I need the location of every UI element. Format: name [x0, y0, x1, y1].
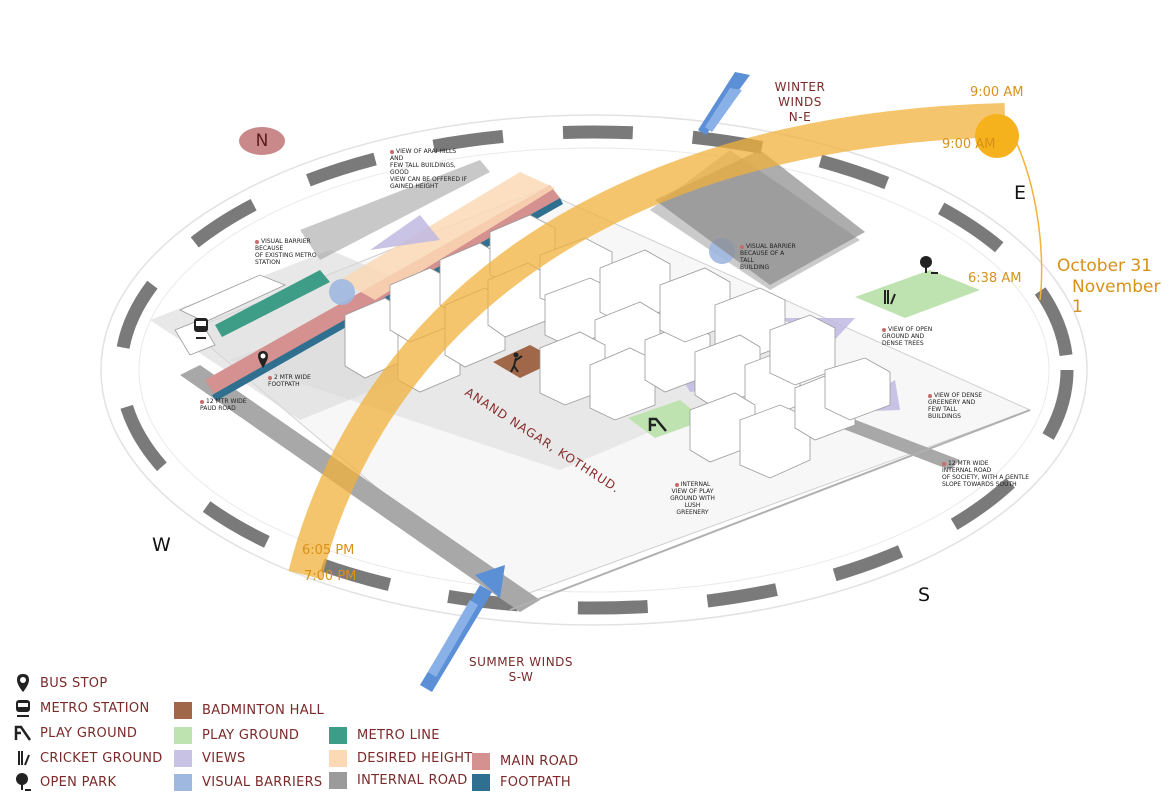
- legend-swatch-desired-height: [329, 750, 347, 767]
- sun-icon: [975, 114, 1019, 158]
- site-boundary-south: [509, 409, 1031, 611]
- sun-time-label: 7:00 PM: [304, 569, 357, 584]
- view-arai-hills: [370, 215, 440, 250]
- annotation-metro-barrier: VISUAL BARRIER BECAUSE OF EXISTING METRO…: [255, 238, 317, 266]
- legend-item: DESIRED HEIGHT: [329, 750, 473, 767]
- annotation-footpath: 2 MTR WIDE FOOTPATH: [268, 374, 311, 388]
- desired-height-band: [340, 172, 555, 300]
- compass-dark-ring: [114, 125, 1074, 615]
- annotation-paud-road: 12 MTR WIDE PAUD ROAD: [200, 398, 247, 412]
- legend-item: METRO STATION: [16, 700, 149, 717]
- legend-swatch-views: [174, 750, 192, 767]
- legend-swatch-badminton-hall: [174, 702, 192, 719]
- legend-item: PLAY GROUND: [174, 727, 299, 744]
- legend-swatch-play-ground: [174, 727, 192, 744]
- internal-road-diagonal: [180, 365, 540, 612]
- play-ground-icon: [14, 725, 32, 741]
- legend-item: INTERNAL ROAD: [329, 772, 468, 789]
- legend-swatch-metro-line: [329, 727, 347, 744]
- open-park-icon: [16, 773, 31, 791]
- compass-west-label: W: [152, 534, 171, 556]
- legend-item: VISUAL BARRIERS: [174, 774, 322, 791]
- legend-swatch-internal-road: [329, 772, 347, 789]
- metro-station-icon: [16, 700, 30, 717]
- bus-stop-icon: [17, 674, 29, 692]
- annotation-arai-view: VIEW OF ARAI HILLS AND FEW TALL BUILDING…: [390, 148, 468, 190]
- sun-time-label: 6:38 AM: [968, 271, 1022, 286]
- legend-item: BUS STOP: [17, 674, 107, 692]
- play-ground-open: [855, 270, 980, 318]
- cricket-ground-icon: [884, 290, 896, 305]
- legend-swatch-main-road: [472, 753, 490, 770]
- legend-item: METRO LINE: [329, 727, 440, 744]
- play-ground-internal: [628, 400, 705, 438]
- compass-south-label: S: [918, 584, 931, 606]
- legend-item: MAIN ROAD: [472, 753, 578, 770]
- compass-east-label: E: [1014, 182, 1027, 204]
- bus-stop-icon: [258, 351, 268, 368]
- sun-path-arc: [288, 103, 1006, 580]
- open-park-icon: [920, 256, 938, 274]
- legend-item: PLAY GROUND: [14, 725, 137, 741]
- metro-station-icon: [194, 318, 208, 339]
- legend-item: OPEN PARK: [16, 773, 116, 791]
- legend-item: BADMINTON HALL: [174, 702, 324, 719]
- sun-time-label: 6:05 PM: [302, 543, 355, 558]
- legend-item: CRICKET GROUND: [18, 751, 163, 766]
- compass-outer-ring: [100, 114, 1088, 626]
- visual-barrier-metro: [329, 279, 355, 305]
- winter-wind-arrow: [698, 72, 750, 135]
- legend-item: FOOTPATH: [472, 774, 571, 791]
- legend-item: VIEWS: [174, 750, 246, 767]
- metro-line: [215, 270, 330, 337]
- compass-north-label: N: [239, 127, 285, 155]
- sun-date-label: November 1: [1072, 277, 1161, 317]
- legend-swatch-footpath: [472, 774, 490, 791]
- cricket-ground-icon: [18, 751, 30, 766]
- legend-swatch-visual-barriers: [174, 774, 192, 791]
- play-ground-icon: [648, 417, 667, 432]
- arai-hill-silhouette: [300, 160, 490, 260]
- compass-inner-ring: [138, 147, 1050, 593]
- sun-time-label: 9:00 AM: [970, 85, 1024, 100]
- summer-wind-arrow: [420, 565, 505, 692]
- cricket-player-icon: [510, 352, 523, 373]
- sun-time-label: 9:00 AM: [942, 137, 996, 152]
- sun-date-label: October 31: [1057, 256, 1153, 276]
